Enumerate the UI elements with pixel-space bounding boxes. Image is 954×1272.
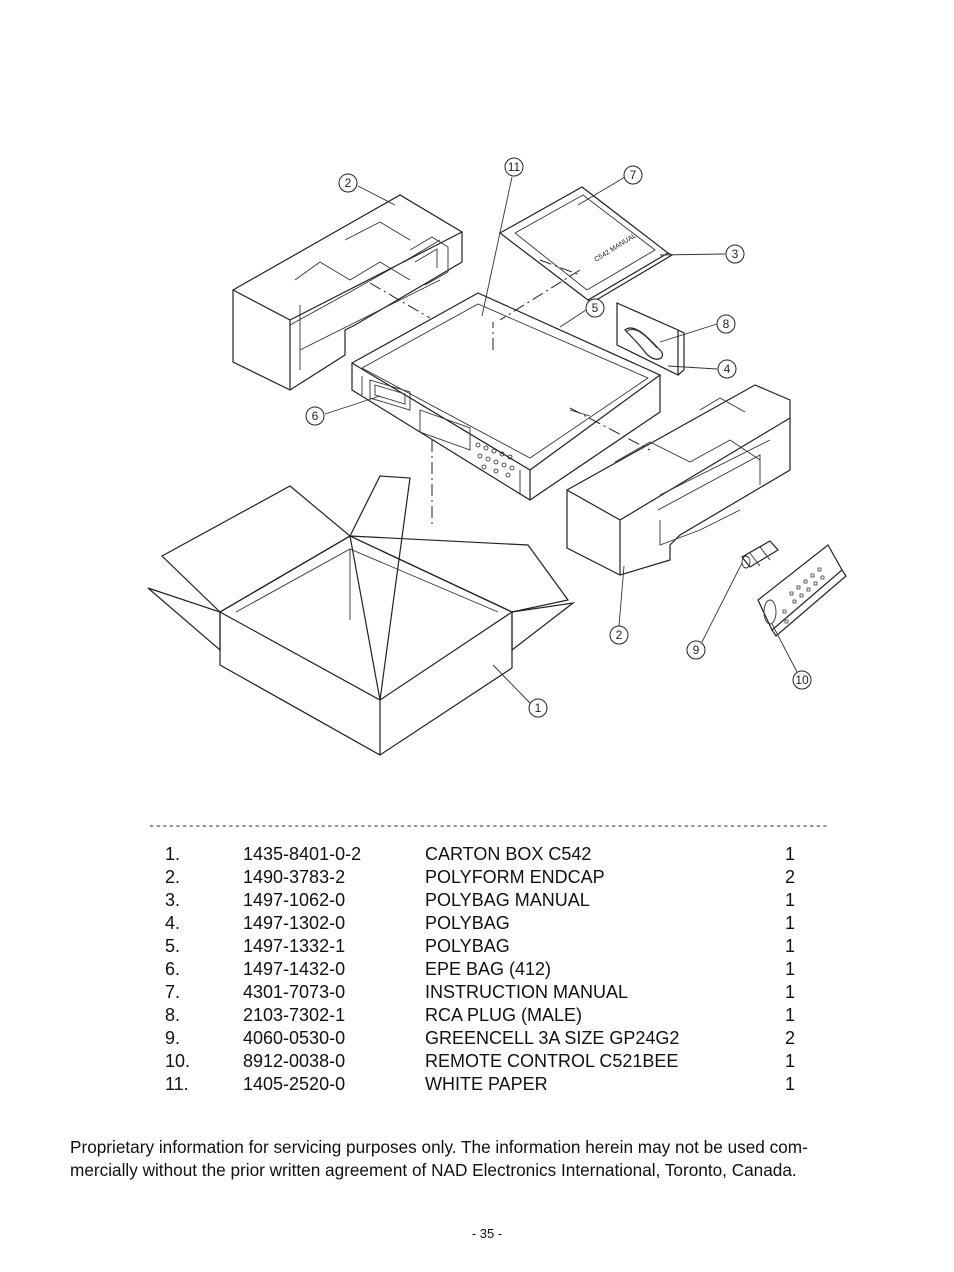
part-number: 1405-2520-0 bbox=[243, 1074, 346, 1094]
item-number: 1. bbox=[165, 844, 181, 864]
quantity: 1 bbox=[785, 890, 796, 910]
part-description: EPE BAG (412) bbox=[425, 959, 552, 979]
svg-text:9: 9 bbox=[693, 643, 700, 657]
item-number: 3. bbox=[165, 890, 181, 910]
manual-drawing: C542 MANUAL bbox=[498, 186, 674, 303]
part-description: POLYFORM ENDCAP bbox=[425, 867, 605, 887]
callout-8: 8 bbox=[716, 314, 736, 334]
part-number: 2103-7302-1 bbox=[243, 1005, 346, 1025]
part-description: RCA PLUG (MALE) bbox=[425, 1005, 583, 1025]
item-number: 9. bbox=[165, 1028, 181, 1048]
left-endcap-drawing bbox=[232, 194, 463, 391]
callout-10: 10 bbox=[792, 670, 812, 690]
callout-4: 4 bbox=[717, 359, 737, 379]
callout-2-left-endcap: 2 bbox=[338, 173, 358, 193]
item-number: 11. bbox=[165, 1074, 189, 1094]
table-row: 5. 1497-1332-1 POLYBAG 1 bbox=[165, 935, 805, 958]
callout-leader-lines bbox=[324, 176, 798, 704]
callout-11: 11 bbox=[504, 157, 524, 177]
table-row: 4. 1497-1302-0 POLYBAG 1 bbox=[165, 912, 805, 935]
quantity: 1 bbox=[785, 959, 796, 979]
part-number: 1497-1432-0 bbox=[243, 959, 346, 979]
table-row: 11. 1405-2520-0 WHITE PAPER 1 bbox=[165, 1073, 805, 1096]
callout-7: 7 bbox=[623, 165, 643, 185]
part-description: POLYBAG bbox=[425, 913, 510, 933]
callout-2-right-endcap: 2 bbox=[609, 625, 629, 645]
svg-text:5: 5 bbox=[592, 301, 599, 315]
table-row: 7. 4301-7073-0 INSTRUCTION MANUAL 1 bbox=[165, 981, 805, 1004]
item-number: 6. bbox=[165, 959, 181, 979]
svg-text:2: 2 bbox=[616, 628, 623, 642]
right-endcap-drawing bbox=[566, 384, 791, 576]
svg-text:6: 6 bbox=[312, 409, 319, 423]
part-description: WHITE PAPER bbox=[425, 1074, 548, 1094]
item-number: 4. bbox=[165, 913, 181, 933]
item-number: 10. bbox=[165, 1051, 191, 1071]
svg-text:10: 10 bbox=[795, 673, 809, 687]
notice-line-1: Proprietary information for servicing pu… bbox=[70, 1137, 808, 1157]
svg-text:1: 1 bbox=[535, 701, 542, 715]
part-number: 8912-0038-0 bbox=[243, 1051, 346, 1071]
quantity: 1 bbox=[785, 1051, 796, 1071]
part-number: 4301-7073-0 bbox=[243, 982, 346, 1002]
quantity: 2 bbox=[785, 1028, 796, 1048]
part-description: REMOTE CONTROL C521BEE bbox=[425, 1051, 679, 1071]
part-description: POLYBAG MANUAL bbox=[425, 890, 590, 910]
quantity: 1 bbox=[785, 844, 796, 864]
quantity: 1 bbox=[785, 1005, 796, 1025]
proprietary-notice: Proprietary information for servicing pu… bbox=[70, 1136, 910, 1182]
table-row: 8. 2103-7302-1 RCA PLUG (MALE) 1 bbox=[165, 1004, 805, 1027]
part-number: 1497-1302-0 bbox=[243, 913, 346, 933]
svg-text:4: 4 bbox=[724, 362, 731, 376]
quantity: 1 bbox=[785, 1074, 796, 1094]
manual-cover-label: C542 MANUAL bbox=[593, 232, 637, 263]
part-description: INSTRUCTION MANUAL bbox=[425, 982, 629, 1002]
item-number: 2. bbox=[165, 867, 181, 887]
callout-3: 3 bbox=[725, 244, 745, 264]
part-description: GREENCELL 3A SIZE GP24G2 bbox=[425, 1028, 680, 1048]
part-number: 1497-1062-0 bbox=[243, 890, 346, 910]
svg-text:3: 3 bbox=[732, 247, 739, 261]
item-number: 8. bbox=[165, 1005, 181, 1025]
part-description: CARTON BOX C542 bbox=[425, 844, 592, 864]
svg-text:8: 8 bbox=[723, 317, 730, 331]
part-number: 4060-0530-0 bbox=[243, 1028, 346, 1048]
quantity: 1 bbox=[785, 913, 796, 933]
quantity: 1 bbox=[785, 982, 796, 1002]
callout-9: 9 bbox=[686, 640, 706, 660]
remote-control-drawing bbox=[757, 544, 847, 637]
table-row: 10. 8912-0038-0 REMOTE CONTROL C521BEE 1 bbox=[165, 1050, 805, 1073]
batteries-drawing bbox=[741, 540, 779, 569]
carton-box-drawing bbox=[147, 475, 576, 756]
item-number: 7. bbox=[165, 982, 181, 1002]
page-number: - 35 - bbox=[471, 1226, 503, 1241]
parts-list-separator: ----------------------------------------… bbox=[148, 820, 828, 832]
callout-1: 1 bbox=[528, 698, 548, 718]
callout-5: 5 bbox=[585, 298, 605, 318]
item-number: 5. bbox=[165, 936, 181, 956]
rca-plug-drawing bbox=[616, 302, 685, 376]
callout-6: 6 bbox=[305, 406, 325, 426]
part-description: POLYBAG bbox=[425, 936, 510, 956]
part-number: 1435-8401-0-2 bbox=[243, 844, 362, 864]
table-row: 1. 1435-8401-0-2 CARTON BOX C542 1 bbox=[165, 843, 805, 866]
svg-text:11: 11 bbox=[508, 160, 521, 174]
part-number: 1490-3783-2 bbox=[243, 867, 346, 887]
packing-exploded-diagram: C542 MANUAL bbox=[147, 157, 847, 756]
table-row: 2. 1490-3783-2 POLYFORM ENDCAP 2 bbox=[165, 866, 805, 889]
svg-text:2: 2 bbox=[345, 176, 352, 190]
table-row: 3. 1497-1062-0 POLYBAG MANUAL 1 bbox=[165, 889, 805, 912]
table-row: 9. 4060-0530-0 GREENCELL 3A SIZE GP24G2 2 bbox=[165, 1027, 805, 1050]
notice-line-2: mercially without the prior written agre… bbox=[70, 1160, 797, 1180]
amplifier-unit-drawing bbox=[350, 292, 662, 501]
parts-list-table: 1. 1435-8401-0-2 CARTON BOX C542 1 2. 1490-37… bbox=[165, 843, 805, 1096]
table-row: 6. 1497-1432-0 EPE BAG (412) 1 bbox=[165, 958, 805, 981]
svg-text:7: 7 bbox=[630, 168, 637, 182]
quantity: 2 bbox=[785, 867, 796, 887]
quantity: 1 bbox=[785, 936, 796, 956]
part-number: 1497-1332-1 bbox=[243, 936, 346, 956]
assembly-center-lines bbox=[369, 259, 651, 525]
